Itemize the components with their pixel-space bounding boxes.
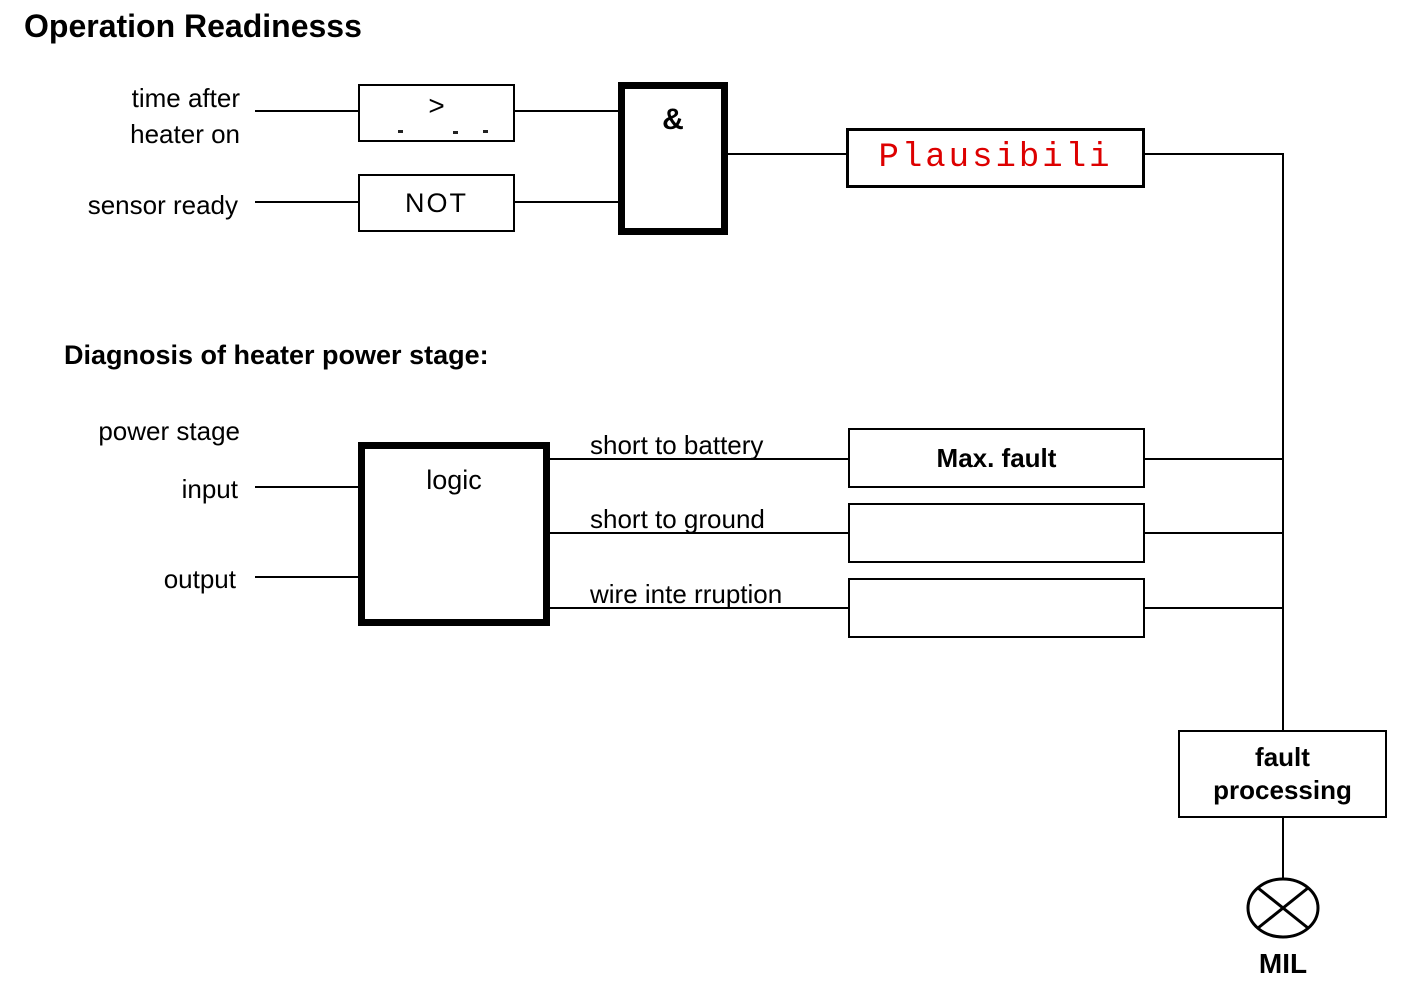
- threshold-box: >: [358, 84, 515, 142]
- label-output: output: [163, 564, 236, 594]
- wire-not-to-and-gate: [515, 201, 618, 203]
- label-sensor-ready: sensor ready: [87, 190, 238, 220]
- wire-logic-to-fault-box-3: [550, 607, 848, 609]
- section-heading-power-stage: Diagnosis of heater power stage:: [64, 340, 489, 370]
- wire-plausibility-to-trunk: [1145, 153, 1283, 155]
- fault-processing-box: fault processing: [1178, 730, 1387, 818]
- and-gate-symbol: &: [662, 103, 684, 136]
- wire-fault-box-2-to-trunk: [1145, 532, 1283, 534]
- wire-output-to-logic: [255, 576, 358, 578]
- fault-box-3: [848, 578, 1145, 638]
- page-title: Operation Readinesss: [24, 8, 362, 44]
- wire-input-to-logic: [255, 486, 358, 488]
- not-label: NOT: [405, 187, 468, 218]
- wire-sensor-ready-to-not: [255, 201, 358, 203]
- mil-label: MIL: [1258, 948, 1308, 979]
- fault-box-max-fault: Max. fault: [848, 428, 1145, 488]
- fault-box-2: [848, 503, 1145, 563]
- logic-box: logic: [358, 442, 550, 626]
- not-box: NOT: [358, 174, 515, 232]
- wire-time-after-to-threshold: [255, 110, 358, 112]
- threshold-dot: [453, 131, 458, 134]
- wire-label-short-to-battery: short to battery: [590, 430, 764, 460]
- and-gate: &: [618, 82, 728, 235]
- label-time-after-heater-on: time after heater on: [40, 80, 240, 152]
- wire-and-gate-to-plausibility: [728, 153, 846, 155]
- fault-processing-line2: processing: [1213, 775, 1352, 805]
- logic-label: logic: [426, 465, 482, 495]
- plausibility-box: Plausibili: [846, 128, 1145, 188]
- label-time-after: time after: [131, 83, 240, 113]
- wire-logic-to-fault-box-2: [550, 532, 848, 534]
- wire-label-short-to-ground: short to ground: [590, 504, 765, 534]
- mil-lamp-icon: [1246, 877, 1320, 939]
- fault-processing-label: fault processing: [1213, 741, 1352, 807]
- wire-fault-box-1-to-trunk: [1145, 458, 1283, 460]
- wire-threshold-to-and-gate: [515, 110, 618, 112]
- wire-label-wire-interruption: wire inte rruption: [590, 579, 783, 609]
- wire-fault-box-3-to-trunk: [1145, 607, 1283, 609]
- plausibility-label: Plausibili: [878, 139, 1113, 177]
- threshold-dot: [483, 130, 488, 133]
- trunk-line: [1282, 153, 1284, 730]
- label-input: input: [181, 474, 238, 504]
- label-power-stage: power stage: [98, 416, 240, 446]
- threshold-symbol: >: [428, 90, 445, 121]
- wire-logic-to-fault-box-1: [550, 458, 848, 460]
- wire-fault-processing-to-mil: [1282, 818, 1284, 878]
- max-fault-label: Max. fault: [936, 442, 1057, 473]
- fault-processing-line1: fault: [1255, 742, 1310, 772]
- label-heater-on: heater on: [130, 119, 240, 149]
- threshold-dot: [398, 130, 403, 133]
